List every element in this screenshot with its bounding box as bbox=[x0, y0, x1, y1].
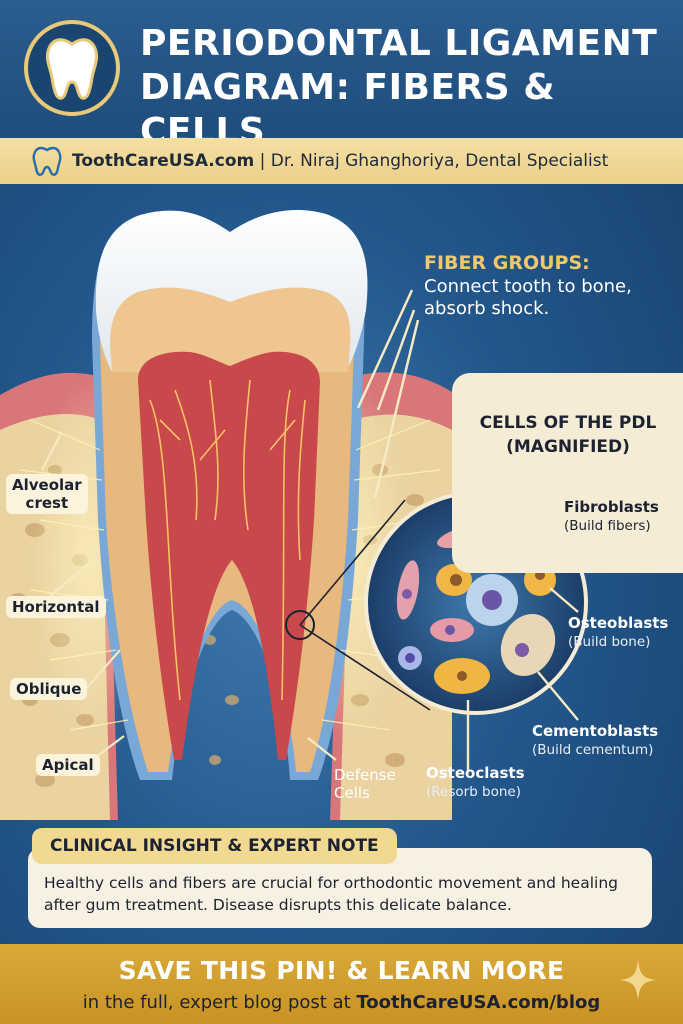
fibroblasts-role: (Build fibers) bbox=[564, 518, 651, 534]
nerve-fibers bbox=[149, 379, 306, 701]
cementoblasts-name: Cementoblasts bbox=[532, 722, 659, 740]
cell-label-osteoblasts: Osteoblasts (Build bone) bbox=[568, 614, 668, 652]
cell-label-cementoblasts: Cementoblasts (Build cementum) bbox=[532, 722, 658, 760]
cells-title-line-2: (MAGNIFIED) bbox=[506, 437, 630, 457]
label-apical: Apical bbox=[36, 754, 100, 776]
footer-cta[interactable]: SAVE THIS PIN! & LEARN MORE in the full,… bbox=[0, 944, 683, 1024]
clinical-note-body: Healthy cells and fibers are crucial for… bbox=[44, 874, 618, 914]
osteoblasts-role: (Build bone) bbox=[568, 634, 651, 650]
cell-label-fibroblasts: Fibroblasts (Build fibers) bbox=[564, 498, 659, 536]
logo-badge bbox=[24, 20, 120, 116]
label-alveolar-line-2: crest bbox=[25, 494, 69, 512]
cells-title-line-1: CELLS OF THE PDL bbox=[479, 413, 657, 433]
footer-title: SAVE THIS PIN! & LEARN MORE bbox=[118, 956, 565, 985]
fiber-groups-description: Connect tooth to bone, absorb shock. bbox=[424, 276, 632, 319]
fiber-groups-title: FIBER GROUPS: bbox=[424, 252, 590, 274]
footer-blog-link[interactable]: ToothCareUSA.com/blog bbox=[356, 992, 601, 1013]
osteoblasts-name: Osteoblasts bbox=[568, 614, 669, 632]
byline-bar: ToothCareUSA.com | Dr. Niraj Ghanghoriya… bbox=[0, 138, 683, 184]
byline-separator: | bbox=[254, 151, 271, 171]
byline-author: Dr. Niraj Ghanghoriya, Dental Specialist bbox=[270, 151, 609, 171]
title-line-2: DIAGRAM: FIBERS & CELLS bbox=[140, 67, 556, 152]
label-horizontal: Horizontal bbox=[6, 596, 106, 618]
label-alveolar-crest: Alveolar crest bbox=[6, 474, 88, 514]
fiber-arrows bbox=[356, 289, 420, 499]
footer-subtitle: in the full, expert blog post at ToothCa… bbox=[0, 992, 683, 1013]
sparkle-icon bbox=[620, 960, 656, 1000]
cells-title: CELLS OF THE PDL (MAGNIFIED) bbox=[458, 411, 678, 459]
clinical-note-title: CLINICAL INSIGHT & EXPERT NOTE bbox=[32, 828, 397, 864]
osteoclasts-name: Osteoclasts bbox=[426, 764, 525, 782]
byline-text: ToothCareUSA.com | Dr. Niraj Ghanghoriya… bbox=[72, 151, 608, 171]
label-alveolar-line-1: Alveolar bbox=[12, 476, 82, 494]
label-defense-line-2: Cells bbox=[334, 784, 370, 802]
byline-site: ToothCareUSA.com bbox=[72, 151, 255, 171]
cells-panel bbox=[452, 373, 683, 573]
label-defense-cells: Defense Cells bbox=[334, 766, 396, 802]
tooth-logo-icon bbox=[45, 38, 99, 100]
title-line-1: PERIODONTAL LIGAMENT bbox=[140, 23, 658, 64]
label-defense-line-1: Defense bbox=[334, 766, 396, 784]
tooth-small-icon bbox=[32, 146, 62, 176]
label-oblique: Oblique bbox=[10, 678, 88, 700]
fibroblasts-name: Fibroblasts bbox=[564, 498, 659, 516]
footer-sub-prefix: in the full, expert blog post at bbox=[82, 992, 357, 1013]
diagram-area: FIBER GROUPS: Connect tooth to bone, abs… bbox=[0, 184, 683, 824]
page-title: PERIODONTAL LIGAMENT DIAGRAM: FIBERS & C… bbox=[140, 22, 670, 154]
cell-label-osteoclasts: Osteoclasts (Resorb bone) bbox=[426, 764, 525, 802]
header: PERIODONTAL LIGAMENT DIAGRAM: FIBERS & C… bbox=[0, 0, 683, 152]
tooth-pulp bbox=[138, 351, 320, 760]
cementoblasts-role: (Build cementum) bbox=[532, 742, 654, 758]
osteoclasts-role: (Resorb bone) bbox=[426, 784, 522, 800]
